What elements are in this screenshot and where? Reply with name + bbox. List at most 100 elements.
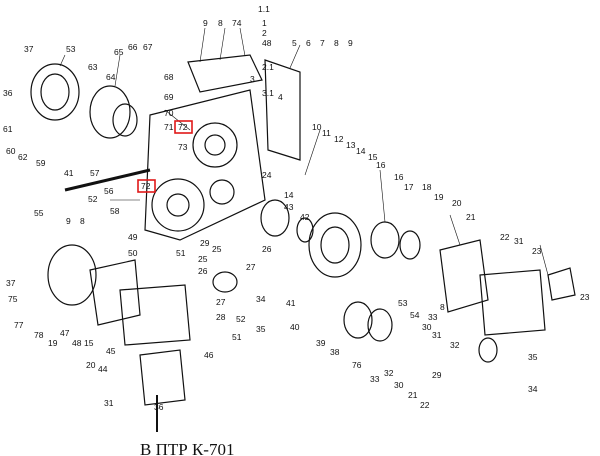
callout: 54 — [410, 310, 420, 320]
left-flange-bore — [40, 73, 70, 111]
assembly-linework — [30, 54, 576, 432]
callout: 21 — [466, 212, 476, 222]
main-housing — [144, 89, 266, 241]
callout: 6 — [306, 38, 311, 48]
callout: 57 — [90, 168, 100, 178]
callout: 7 — [320, 38, 325, 48]
upper-gear — [192, 122, 238, 168]
callout: 50 — [128, 248, 138, 258]
callout: 73 — [178, 142, 188, 152]
callout: 26 — [262, 244, 272, 254]
callout: 11 — [322, 128, 331, 138]
callout: 47 — [60, 328, 70, 338]
callout: 39 — [316, 338, 326, 348]
callout: 22 — [500, 232, 510, 242]
callout: 59 — [36, 158, 46, 168]
callout: 23 — [580, 292, 590, 302]
bearing-right-2 — [370, 221, 400, 259]
callout: 42 — [300, 212, 310, 222]
callout: 28 — [216, 312, 226, 322]
callout: 61 — [3, 124, 13, 134]
callout: 43 — [284, 202, 294, 212]
callout: 32 — [384, 368, 394, 378]
callout: 66 — [128, 42, 138, 52]
callout: 31 — [104, 398, 114, 408]
bearing — [112, 103, 138, 137]
upper-gear-hub — [204, 134, 226, 156]
callout: 8 — [218, 18, 223, 28]
callout: 48 — [72, 338, 82, 348]
hydraulic-pump — [479, 269, 546, 336]
ring-right-2 — [399, 230, 421, 260]
callout: 29 — [432, 370, 442, 380]
callout: 46 — [204, 350, 214, 360]
callout: 8 — [440, 302, 445, 312]
callout: 60 — [6, 146, 16, 156]
callout: 78 — [34, 330, 44, 340]
callout: 41 — [64, 168, 74, 178]
callout: 5 — [292, 38, 297, 48]
callout: 51 — [232, 332, 242, 342]
callout: 30 — [422, 322, 432, 332]
lower-gear-hub — [166, 193, 190, 217]
callout: 70 — [164, 108, 174, 118]
callout-highlighted: 72 — [178, 122, 188, 132]
seal-lower-2 — [367, 308, 393, 342]
callout: 48 — [262, 38, 272, 48]
callout: 37 — [6, 278, 16, 288]
callout: 31 — [514, 236, 524, 246]
callout: 19 — [48, 338, 58, 348]
callout: 3 — [250, 74, 255, 84]
callout: 40 — [290, 322, 300, 332]
top-cover-plate — [187, 54, 263, 93]
callout: 9 — [66, 216, 71, 226]
callout: 64 — [106, 72, 116, 82]
bearing-right-1 — [260, 199, 290, 237]
callout: 13 — [346, 140, 356, 150]
callout: 62 — [18, 152, 28, 162]
callout: 14 — [356, 146, 366, 156]
callout: 15 — [84, 338, 94, 348]
callout: 17 — [404, 182, 414, 192]
callout: 14 — [284, 190, 294, 200]
callout: 49 — [128, 232, 138, 242]
callout: 69 — [164, 92, 174, 102]
callout: 71 — [164, 122, 174, 132]
callout: 8 — [334, 38, 339, 48]
callout: 12 — [334, 134, 344, 144]
callout: 65 — [114, 47, 124, 57]
seal-lower-1 — [343, 301, 373, 339]
callout: 53 — [66, 44, 76, 54]
callout: 38 — [330, 347, 340, 357]
callout: 76 — [352, 360, 362, 370]
callout: 4 — [278, 92, 283, 102]
pump-end-cap — [547, 267, 576, 301]
callout: 34 — [528, 384, 538, 394]
callout: 31 — [432, 330, 442, 340]
left-flange — [30, 63, 80, 121]
callout: 77 — [14, 320, 24, 330]
callout: 20 — [86, 360, 96, 370]
lower-pump — [119, 284, 191, 346]
callout: 15 — [368, 152, 378, 162]
callout: 10 — [312, 122, 322, 132]
callout: 51 — [176, 248, 186, 258]
output-flange-bore — [320, 226, 350, 264]
lower-plate — [89, 259, 141, 326]
callout: 24 — [262, 170, 272, 180]
callout: 20 — [452, 198, 462, 208]
pump-flange-plate — [439, 239, 489, 313]
callout: 30 — [394, 380, 404, 390]
callout: 35 — [528, 352, 538, 362]
lower-gear — [151, 178, 205, 232]
callout: 9 — [203, 18, 208, 28]
callout: 33 — [370, 374, 380, 384]
callout: 75 — [8, 294, 18, 304]
callout: 2.1 — [262, 62, 274, 72]
side-plate — [264, 59, 301, 161]
ring-right-1 — [296, 217, 314, 243]
callout: 41 — [286, 298, 296, 308]
callout: 58 — [110, 206, 120, 216]
